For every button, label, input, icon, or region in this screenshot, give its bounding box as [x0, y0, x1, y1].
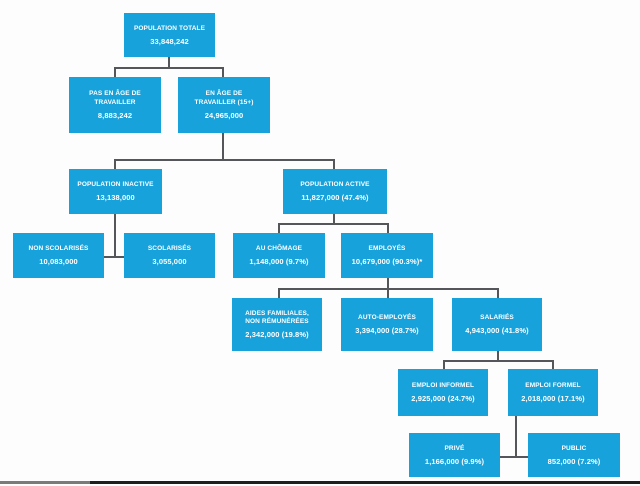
- node-label: SALARIÉS: [480, 314, 514, 321]
- node-value: 8,883,242: [97, 110, 133, 120]
- node-value: 3,055,000: [152, 257, 187, 266]
- connector: [104, 256, 124, 258]
- node-label: AU CHÔMAGE: [255, 245, 303, 252]
- connector: [552, 360, 554, 369]
- node-value: 11,827,000 (47.4%): [301, 193, 369, 202]
- node-salaries: SALARIÉS 4,943,000 (41.8%): [452, 298, 542, 351]
- node-label: EMPLOI FORMEL: [525, 382, 581, 389]
- node-scolarises: SCOLARISÉS 3,055,000: [124, 233, 215, 278]
- node-au-chomage: AU CHÔMAGE 1,148,000 (9.7%): [233, 233, 325, 278]
- connector: [387, 223, 389, 233]
- node-label: SCOLARISÉS: [147, 245, 192, 252]
- node-label: POPULATION TOTALE: [133, 24, 206, 32]
- node-label: PUBLIC: [561, 444, 587, 452]
- node-emploi-formel: EMPLOI FORMEL 2,018,000 (17.1%): [508, 369, 598, 416]
- connector: [114, 67, 224, 69]
- node-value: 1,148,000 (9.7%): [249, 257, 309, 266]
- connector: [333, 214, 335, 224]
- node-auto-employes: AUTO-EMPLOYÉS 3,394,000 (28.7%): [341, 298, 433, 351]
- connector: [387, 288, 389, 298]
- node-label: PAS EN ÂGE DE TRAVAILLER: [89, 90, 141, 106]
- node-value: 13,138,000: [96, 193, 135, 202]
- node-label: EN ÂGE DE TRAVAILLER (15+): [194, 90, 254, 106]
- connector: [222, 67, 224, 77]
- connector: [443, 360, 553, 362]
- connector: [500, 456, 528, 458]
- connector: [114, 214, 116, 257]
- node-population-totale: POPULATION TOTALE 33,848,242: [124, 13, 215, 57]
- node-value: 4,943,000 (41.8%): [465, 326, 529, 335]
- node-aides-familiales-non-remunerees: AIDES FAMILIALES, NON RÉMUNÉRÉES 2,342,0…: [232, 298, 322, 351]
- node-public: PUBLIC 852,000 (7.2%): [528, 433, 620, 477]
- node-value: 2,018,000 (17.1%): [521, 394, 585, 403]
- node-value: 10,679,000 (90.3%)*: [351, 257, 423, 266]
- connector: [497, 288, 499, 298]
- connector: [114, 159, 335, 161]
- connector: [333, 159, 335, 169]
- node-non-scolarises: NON SCOLARISÉS 10,083,000: [13, 233, 104, 278]
- node-value: 33,848,242: [150, 36, 189, 46]
- node-label: AUTO-EMPLOYÉS: [358, 314, 416, 321]
- page-bottom-rule: [0, 481, 640, 484]
- node-pas-en-age-de-travailler: PAS EN ÂGE DE TRAVAILLER 8,883,242: [69, 77, 161, 133]
- node-value: 3,394,000 (28.7%): [355, 326, 419, 335]
- node-employes: EMPLOYÉS 10,679,000 (90.3%)*: [341, 233, 433, 278]
- connector: [443, 360, 445, 369]
- connector: [278, 223, 389, 225]
- node-emploi-informel: EMPLOI INFORMEL 2,925,000 (24.7%): [398, 369, 488, 416]
- connector: [278, 223, 280, 233]
- connector: [278, 288, 280, 298]
- connector: [497, 351, 499, 361]
- node-value: 2,342,000 (19.8%): [245, 330, 309, 340]
- node-label: PRIVÉ: [444, 444, 465, 452]
- node-label: POPULATION ACTIVE: [300, 181, 370, 188]
- connector: [114, 67, 116, 77]
- node-label: EMPLOYÉS: [368, 245, 406, 252]
- connector: [515, 416, 517, 457]
- node-value: 2,925,000 (24.7%): [411, 394, 475, 403]
- connector: [387, 278, 389, 289]
- connector: [114, 159, 116, 169]
- node-prive: PRIVÉ 1,166,000 (9.9%): [409, 433, 500, 477]
- node-value: 852,000 (7.2%): [547, 456, 601, 466]
- connector: [222, 133, 224, 160]
- node-value: 1,166,000 (9.9%): [424, 456, 485, 466]
- connector: [168, 57, 170, 68]
- node-label: NON SCOLARISÉS: [28, 245, 89, 252]
- node-label: POPULATION INACTIVE: [77, 181, 154, 188]
- node-value: 24,965,000: [204, 110, 244, 120]
- node-label: EMPLOI INFORMEL: [411, 382, 475, 389]
- node-label: AIDES FAMILIALES, NON RÉMUNÉRÉES: [245, 309, 309, 326]
- node-value: 10,083,000: [39, 257, 78, 266]
- node-population-active: POPULATION ACTIVE 11,827,000 (47.4%): [283, 169, 387, 214]
- node-en-age-de-travailler: EN ÂGE DE TRAVAILLER (15+) 24,965,000: [178, 77, 270, 133]
- node-population-inactive: POPULATION INACTIVE 13,138,000: [69, 169, 162, 214]
